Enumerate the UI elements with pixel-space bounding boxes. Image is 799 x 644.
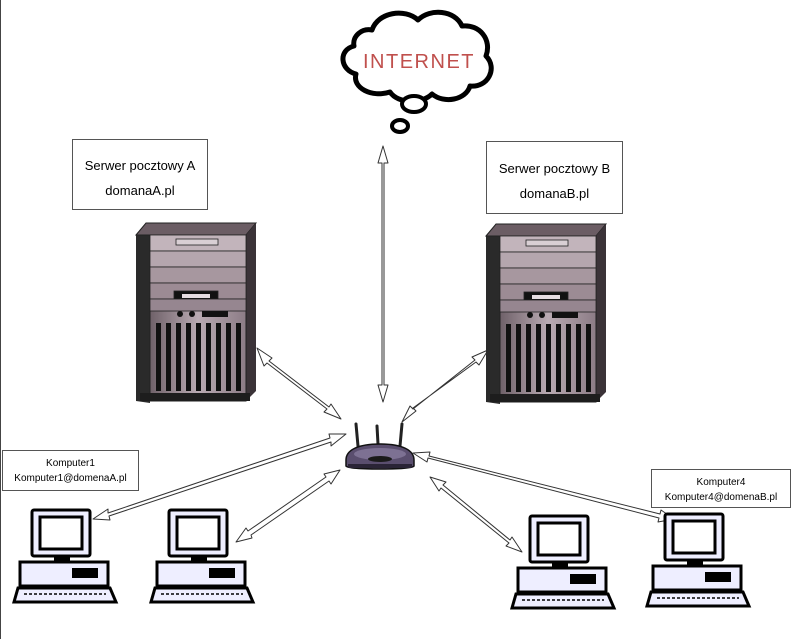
computer-icon (149, 508, 256, 604)
server-a-label: Serwer pocztowy A domanaA.pl (72, 139, 208, 210)
server-b-name: Serwer pocztowy B (498, 161, 611, 176)
arrow-pc2-router (235, 469, 341, 543)
computer1-name: Komputer1 (46, 458, 95, 469)
arrow-pc1-router (92, 433, 347, 521)
cloud-label: INTERNET (363, 51, 475, 73)
computer4-label: Komputer4 Komputer4@domenaB.pl (651, 469, 791, 508)
arrow-internet-router (377, 145, 389, 403)
server-a-name: Serwer pocztowy A (84, 158, 196, 173)
computer-icon (645, 512, 752, 608)
arrow-pc3-router (429, 476, 523, 553)
server-icon (134, 222, 258, 403)
arrow-pc4-router (412, 451, 675, 523)
server-icon (484, 223, 608, 404)
arrow-serverB-router (401, 349, 489, 423)
arrow-serverA-router (256, 347, 342, 420)
router-icon (345, 422, 415, 470)
computer1-label: Komputer1 Komputer1@domenaA.pl (2, 450, 139, 491)
server-b-label: Serwer pocztowy B domanaB.pl (486, 141, 623, 214)
server-a-domain: domanaA.pl (105, 183, 175, 198)
computer4-name: Komputer4 (696, 477, 746, 488)
computer4-email: Komputer4@domenaB.pl (664, 492, 778, 503)
computer-icon (12, 508, 119, 604)
computer1-email: Komputer1@domenaA.pl (14, 473, 127, 484)
cloud-icon: INTERNET (340, 9, 494, 134)
computer-icon (510, 514, 617, 610)
server-b-domain: domanaB.pl (519, 186, 590, 201)
